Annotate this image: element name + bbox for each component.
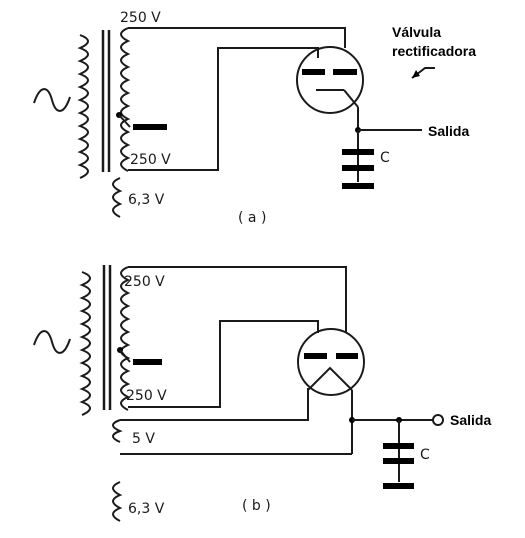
circuit-b: 250 V 250 V 5 V 6,3 V Salida C ( b ) bbox=[33, 265, 491, 522]
label-tube-line1: Válvula bbox=[392, 24, 441, 40]
label-output-b: Salida bbox=[450, 412, 491, 428]
rectifier-tube-b bbox=[297, 328, 365, 396]
wire-bottom-a bbox=[128, 47, 319, 171]
ac-source-icon-a bbox=[33, 88, 71, 112]
label-6-3v-a: 6,3 V bbox=[128, 192, 165, 208]
secondary-coil-a bbox=[120, 27, 131, 172]
tube-filament-b bbox=[307, 366, 353, 391]
wire-top-b bbox=[128, 266, 347, 333]
label-5v-b: 5 V bbox=[132, 431, 155, 447]
label-250v-top-a: 250 V bbox=[120, 10, 161, 26]
caption-a: ( a ) bbox=[238, 210, 266, 226]
label-output-a: Salida bbox=[428, 123, 469, 139]
wire-top-a bbox=[128, 27, 346, 48]
wire-bottom-b bbox=[128, 320, 319, 408]
circuit-a: 250 V 250 V 6,3 V Válvula rectificadora … bbox=[33, 10, 476, 226]
filament-wire-top-b bbox=[120, 388, 309, 421]
ac-source-icon-b bbox=[33, 330, 71, 354]
label-250v-bottom-a: 250 V bbox=[130, 152, 171, 168]
heater-coil-b bbox=[112, 481, 123, 522]
label-capacitor-a: C bbox=[380, 150, 390, 166]
primary-coil-b bbox=[79, 271, 91, 416]
filament-coil-b bbox=[112, 419, 123, 443]
label-250v-bottom-b: 250 V bbox=[126, 388, 167, 404]
label-capacitor-b: C bbox=[420, 447, 430, 463]
output-terminal-b bbox=[432, 414, 444, 426]
label-250v-top-b: 250 V bbox=[124, 274, 165, 290]
rectifier-tube-a bbox=[296, 46, 364, 114]
caption-b: ( b ) bbox=[242, 498, 271, 514]
secondary-coil-b bbox=[120, 266, 131, 411]
primary-coil-a bbox=[77, 34, 89, 179]
label-tube-line2: rectificadora bbox=[392, 43, 476, 59]
label-6-3v-b: 6,3 V bbox=[128, 501, 165, 517]
heater-coil-a bbox=[112, 177, 123, 218]
